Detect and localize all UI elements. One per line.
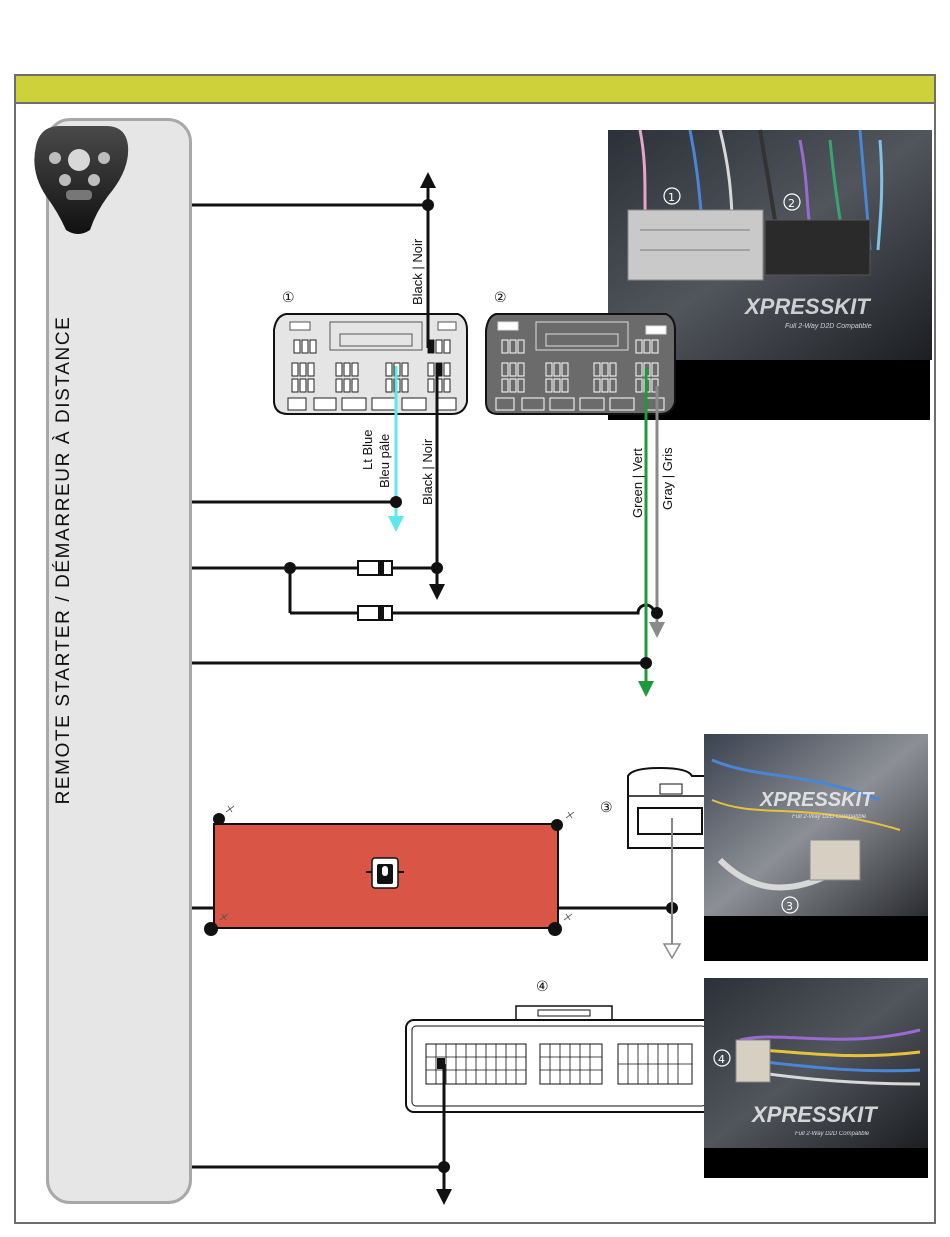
- connector-2-number: ②: [494, 290, 507, 306]
- svg-text:Full 2-Way D2D Compatible: Full 2-Way D2D Compatible: [785, 323, 872, 330]
- label-gray-gris: Gray | Gris: [660, 447, 675, 510]
- connector-4: [406, 1006, 712, 1112]
- xpresskit-watermark-1: XPRESSKIT: [743, 294, 871, 319]
- gray-wire: [649, 386, 665, 638]
- connector-3-number: ③: [600, 800, 613, 816]
- svg-text:Full 2-Way D2D Compatible: Full 2-Way D2D Compatible: [795, 1131, 870, 1137]
- svg-text:3: 3: [786, 900, 793, 913]
- connector-4-number: ④: [536, 979, 549, 995]
- label-lt-blue: Lt Blue: [360, 430, 375, 470]
- hand-switch-icon: [366, 858, 404, 888]
- svg-text:4: 4: [718, 1053, 725, 1066]
- remote-fob-icon: [34, 126, 128, 234]
- label-green-vert: Green | Vert: [630, 448, 645, 518]
- connector-3: [628, 768, 714, 958]
- svg-text:Full 2-Way D2D Compatible: Full 2-Way D2D Compatible: [792, 814, 867, 820]
- relay-module: [204, 806, 574, 936]
- diode-2: [358, 606, 392, 620]
- label-black-noir-top: Black | Noir: [410, 238, 425, 305]
- diode-1: [358, 561, 392, 575]
- connector-1-number: ①: [282, 290, 295, 306]
- svg-text:2: 2: [788, 197, 795, 210]
- label-bleu-pale: Bleu pâle: [377, 434, 392, 488]
- connector-4-photo: 4 XPRESSKIT Full 2-Way D2D Compatible: [704, 978, 928, 1178]
- svg-text:1: 1: [668, 191, 675, 204]
- connector-3-photo: 3 XPRESSKIT Full 2-Way D2D Compatible: [704, 734, 928, 961]
- xpresskit-watermark-3: XPRESSKIT: [759, 789, 875, 811]
- label-black-noir-bottom: Black | Noir: [420, 438, 435, 505]
- xpresskit-watermark-4: XPRESSKIT: [750, 1102, 878, 1127]
